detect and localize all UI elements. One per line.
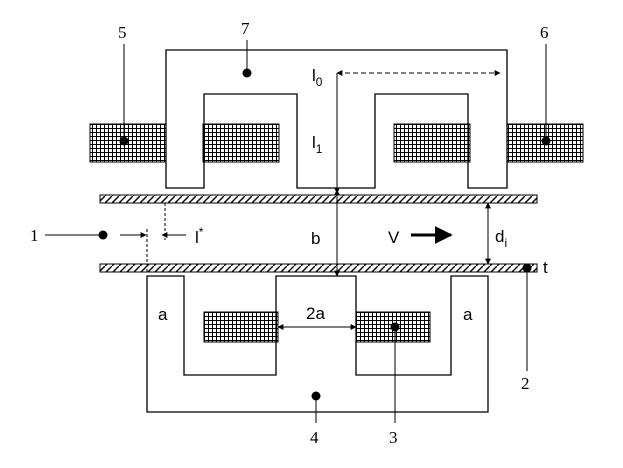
right-inner-coil <box>393 123 471 163</box>
lower-plate <box>99 263 538 273</box>
label-di: di <box>495 227 507 250</box>
dot-7 <box>242 68 252 78</box>
callout-7: 7 <box>241 19 250 38</box>
dot-3 <box>390 322 400 332</box>
label-l1: l1 <box>312 133 323 156</box>
dot-5 <box>119 136 129 146</box>
callout-3: 3 <box>389 428 398 447</box>
label-l0: l0 <box>312 66 323 89</box>
label-b: b <box>311 229 320 248</box>
dot-6 <box>541 136 551 146</box>
callout-1: 1 <box>30 226 39 245</box>
dot-2 <box>522 263 532 273</box>
dot-4 <box>311 391 321 401</box>
upper-plate <box>99 194 538 204</box>
dot-1 <box>98 230 108 240</box>
bottom-left-coil <box>203 311 279 343</box>
label-t: t <box>543 258 548 277</box>
label-lstar: l* <box>195 225 204 247</box>
label-a-left: a <box>158 305 168 324</box>
lower-core <box>146 275 489 413</box>
label-V: V <box>388 228 400 247</box>
callout-6: 6 <box>540 23 549 42</box>
callout-4: 4 <box>310 428 319 447</box>
upper-core <box>165 49 508 189</box>
left-inner-coil <box>202 123 280 163</box>
callout-5: 5 <box>118 23 127 42</box>
callout-2: 2 <box>521 374 530 393</box>
label-2a: 2a <box>306 304 325 323</box>
label-a-right: a <box>463 305 473 324</box>
